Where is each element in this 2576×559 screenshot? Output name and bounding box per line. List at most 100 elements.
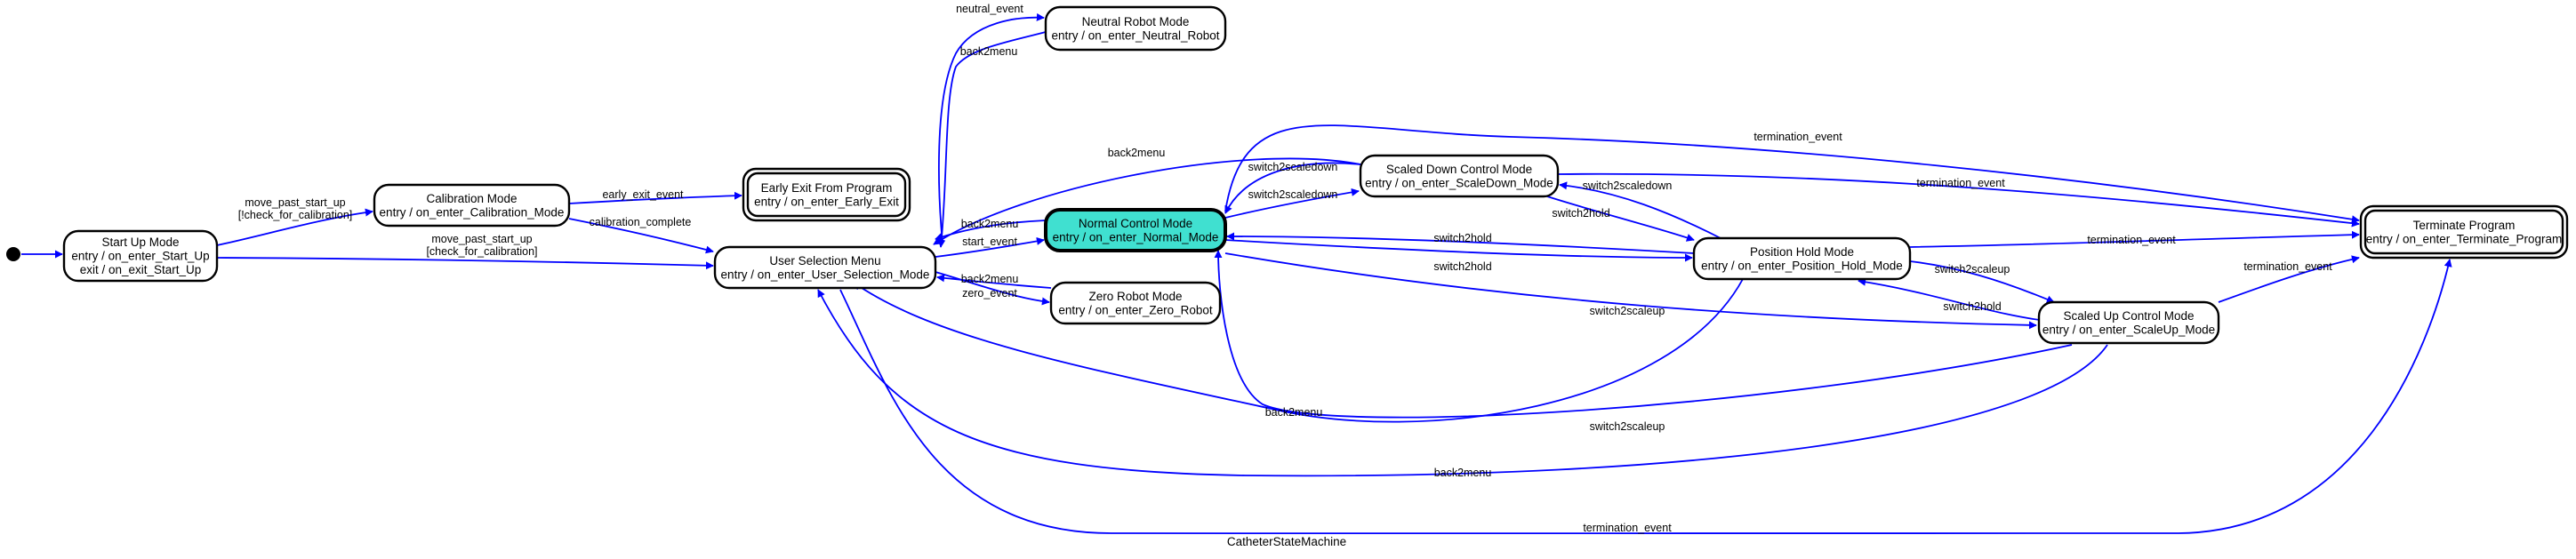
transition-label: switch2hold	[1943, 300, 2001, 313]
transition-label: termination_event	[1753, 131, 1842, 143]
transition-arrow	[568, 191, 742, 204]
transition-arrow	[216, 257, 714, 270]
diagram-title: CatheterStateMachine	[1227, 535, 1346, 548]
transition-arrow	[1858, 277, 2055, 323]
state-box	[2037, 300, 2220, 345]
state-action: entry / on_enter_Zero_Robot	[1058, 303, 1213, 316]
transition-arrow	[1909, 260, 2055, 304]
state-box	[1044, 208, 1227, 252]
transition-arrow	[568, 218, 714, 254]
state-action: entry / on_enter_Normal_Mode	[1053, 230, 1219, 244]
transition-label: back2menu	[961, 218, 1019, 230]
transition-label: switch2scaledown	[1248, 161, 1338, 173]
transition-label: move_past_start_up	[245, 196, 345, 209]
transition-arrow	[1224, 124, 2360, 224]
initial-state-dot	[6, 247, 20, 261]
transition-arrow	[1557, 172, 2360, 228]
transition-arrow	[2218, 255, 2360, 303]
transition-arrow	[853, 278, 1744, 423]
state-box	[746, 172, 907, 218]
transition-label: early_exit_event	[602, 188, 684, 201]
transition-label: [!check_for_calibration]	[238, 209, 353, 221]
state-action: entry / on_enter_User_Selection_Mode	[721, 268, 930, 281]
transition-label: switch2hold	[1552, 207, 1609, 220]
transition-arrow	[933, 157, 1361, 245]
state-action: entry / on_enter_Early_Exit	[754, 195, 899, 208]
state-box	[1692, 236, 1912, 281]
state-name: Scaled Down Control Mode	[1386, 163, 1532, 176]
state-action: entry / on_enter_Neutral_Robot	[1051, 28, 1219, 42]
transition-label: switch2scaleup	[1590, 305, 1665, 317]
state-name: Early Exit From Program	[761, 181, 893, 195]
transition-arrow	[817, 289, 2108, 477]
transition-arrow	[1224, 188, 1360, 219]
transition-label: start_event	[962, 236, 1017, 248]
state-action: entry / on_enter_Calibration_Mode	[380, 205, 565, 219]
transition-arrow	[938, 12, 1045, 244]
state-name: Zero Robot Mode	[1088, 290, 1182, 303]
state-name: Neutral Robot Mode	[1082, 15, 1190, 28]
transition-label: switch2scaleup	[1935, 263, 2010, 276]
final-state-outer-border	[2359, 204, 2569, 260]
transition-label: [check_for_calibration]	[426, 245, 537, 258]
transition-arrow	[1909, 230, 2360, 248]
transition-label: switch2hold	[1433, 260, 1491, 273]
transition-arrow	[839, 259, 2452, 535]
transition-label: switch2scaleup	[1590, 420, 1665, 433]
transitions-layer	[21, 12, 2452, 535]
transition-label: back2menu	[961, 273, 1019, 285]
transition-arrow	[1224, 239, 1693, 262]
transition-label: termination_event	[1916, 177, 2005, 189]
state-name: Normal Control Mode	[1079, 217, 1192, 230]
state-action: entry / on_enter_Start_Up	[71, 250, 209, 263]
transition-label: switch2scaledown	[1248, 188, 1338, 201]
transition-label: neutral_event	[956, 3, 1023, 15]
transition-label: zero_event	[962, 287, 1017, 299]
transition-arrow	[1224, 162, 1361, 214]
transition-arrow	[937, 31, 1047, 248]
transition-label: termination_event	[2087, 234, 2176, 246]
transition-label: termination_event	[2243, 260, 2332, 273]
state-box	[1359, 154, 1560, 198]
state-name: User Selection Menu	[769, 254, 880, 268]
transition-arrow	[1546, 196, 1695, 242]
transition-labels-layer: move_past_start_up[!check_for_calibratio…	[238, 3, 2332, 534]
transition-label: calibration_complete	[590, 216, 692, 228]
state-name: Terminate Program	[2413, 219, 2516, 232]
transition-arrow	[935, 220, 1047, 241]
state-box	[1044, 5, 1227, 52]
transition-arrow	[1226, 232, 1695, 254]
state-name: Position Hold Mode	[1750, 245, 1854, 259]
transition-arrow	[936, 274, 1052, 289]
transition-label: termination_event	[1583, 522, 1672, 534]
state-action: entry / on_enter_ScaleUp_Mode	[2042, 323, 2215, 336]
transition-arrow	[216, 208, 373, 246]
transition-label: back2menu	[960, 45, 1018, 58]
transition-arrow	[935, 271, 1050, 306]
transition-label: back2menu	[1108, 147, 1166, 159]
transition-label: back2menu	[1265, 406, 1323, 419]
state-box	[62, 229, 219, 283]
transition-arrow	[1214, 250, 2073, 419]
state-action: entry / on_enter_Terminate_Program	[2366, 232, 2563, 245]
final-state-outer-border	[742, 167, 911, 222]
state-box	[713, 245, 937, 290]
state-action: exit / on_exit_Start_Up	[80, 263, 202, 276]
state-name: Start Up Mode	[101, 236, 179, 249]
transition-label: move_past_start_up	[431, 233, 532, 245]
state-action: entry / on_enter_ScaleDown_Mode	[1365, 176, 1553, 189]
transition-arrow	[1224, 252, 2037, 330]
state-name: Calibration Mode	[426, 192, 517, 205]
